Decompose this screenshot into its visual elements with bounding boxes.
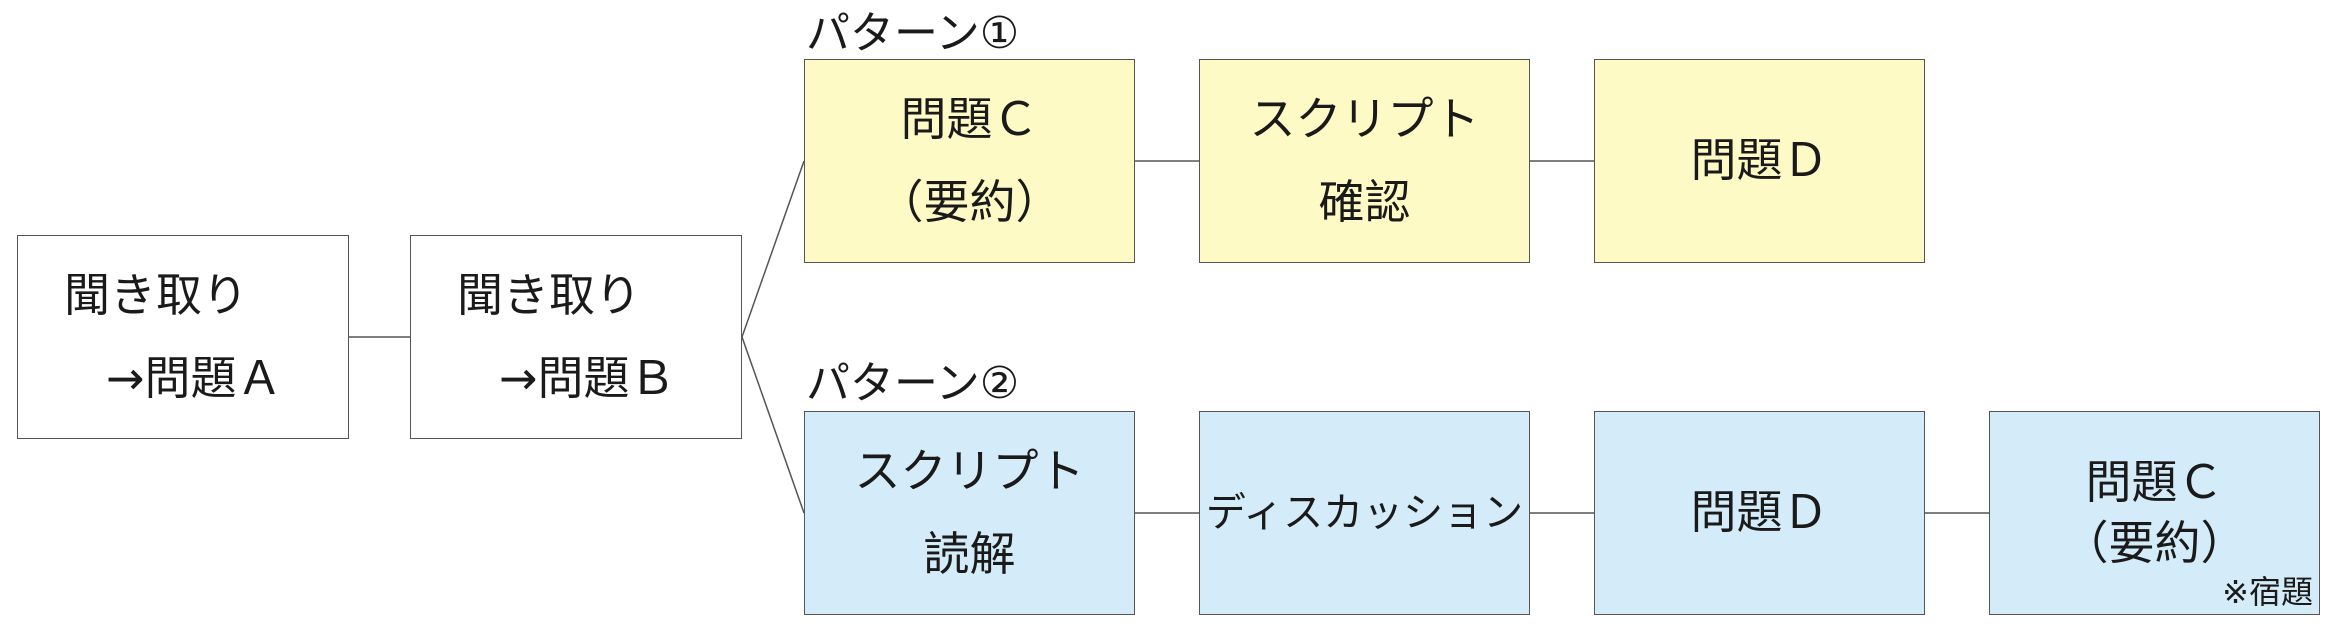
node-label-line1: 聞き取り	[457, 267, 641, 322]
node-label-line2: →問題Ａ	[106, 351, 283, 405]
node-label-line1: スクリプト	[1249, 91, 1480, 146]
node-pattern1-problem-c: 問題Ｃ （要約）	[804, 59, 1135, 263]
node-pattern2-script-reading: スクリプト 読解	[804, 411, 1135, 615]
node-label-line1: 問題Ｃ	[2085, 454, 2224, 509]
node-label-line1: ディスカッション	[1205, 490, 1524, 536]
node-label-line1: 聞き取り	[64, 267, 248, 322]
node-pattern1-script-check: スクリプト 確認	[1199, 59, 1530, 263]
node-label-line1: 問題Ｄ	[1690, 485, 1829, 540]
node-pattern2-discussion: ディスカッション	[1199, 411, 1530, 615]
node-label-line1: 問題Ｄ	[1690, 133, 1829, 188]
node-label-line2: 確認	[1318, 175, 1411, 229]
node-label-line1: 問題Ｃ	[900, 91, 1039, 146]
pattern1-label: パターン①	[806, 8, 1020, 59]
node-pattern1-problem-d: 問題Ｄ	[1594, 59, 1925, 263]
connector-b-to-pattern2	[741, 336, 805, 514]
node-pattern2-problem-d: 問題Ｄ	[1594, 411, 1925, 615]
node-label-line2: →問題Ｂ	[499, 351, 676, 405]
node-listen-problem-a: 聞き取り →問題Ａ	[17, 235, 349, 439]
homework-note: ※宿題	[2222, 573, 2313, 611]
node-listen-problem-b: 聞き取り →問題Ｂ	[410, 235, 742, 439]
pattern2-label: パターン②	[806, 358, 1020, 409]
node-label-line2: 読解	[923, 527, 1016, 581]
connector-b-to-pattern1	[741, 160, 805, 338]
node-pattern2-problem-c: 問題Ｃ （要約） ※宿題	[1989, 411, 2320, 615]
node-label-line2: （要約）	[877, 175, 1062, 229]
node-label-line2: （要約）	[2062, 516, 2247, 570]
node-label-line1: スクリプト	[854, 443, 1085, 498]
